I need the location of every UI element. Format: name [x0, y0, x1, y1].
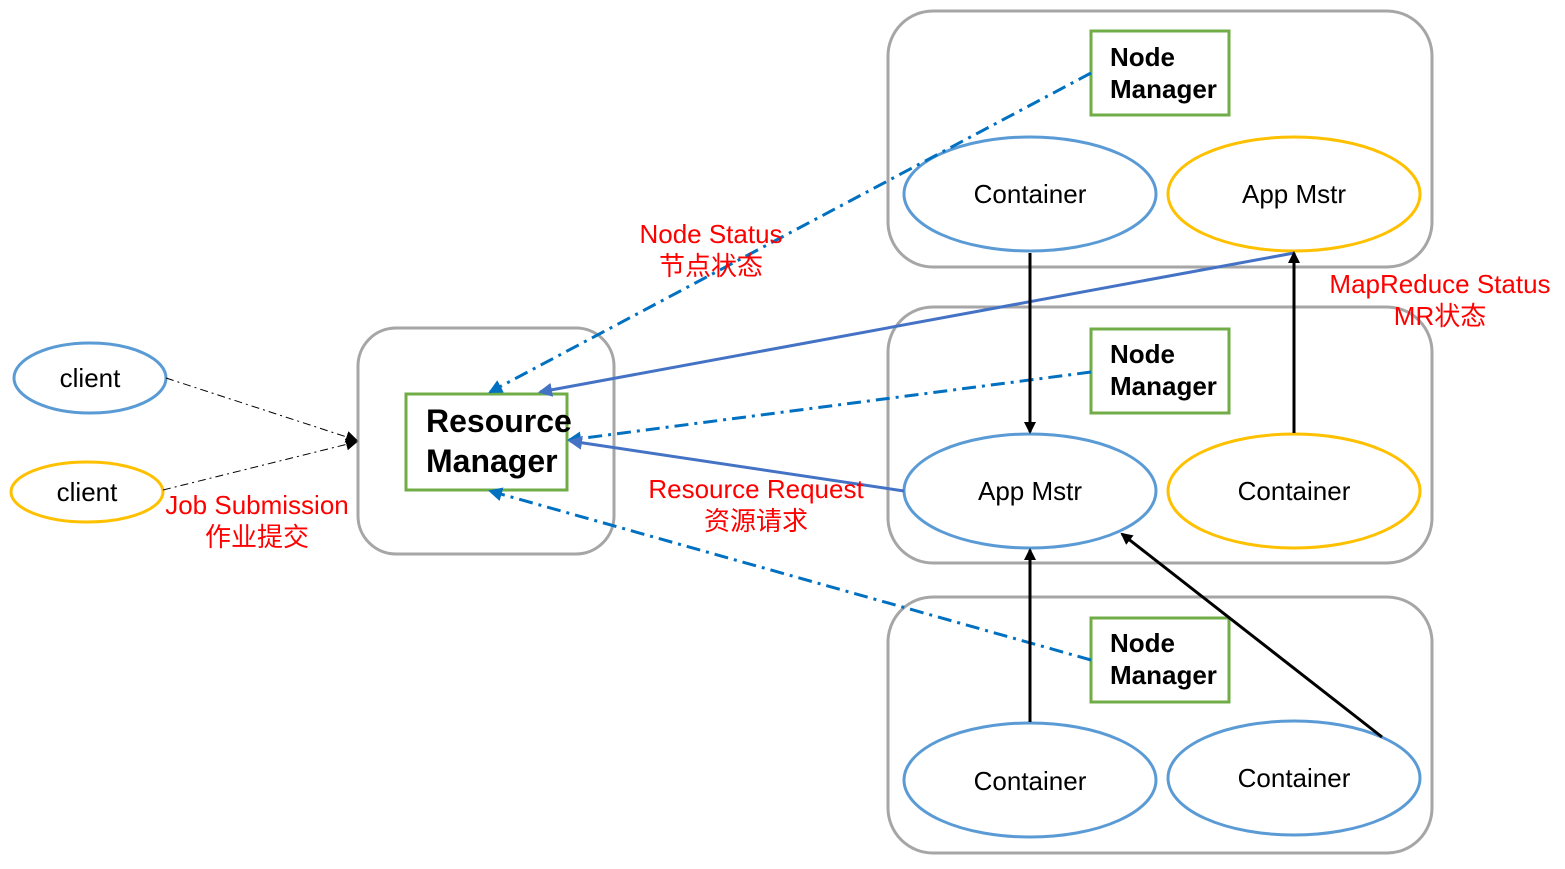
- node-manager-3-line2: Manager: [1110, 660, 1217, 690]
- node-status-arrow-3: [488, 487, 1092, 662]
- client1-submission-arrow: [165, 377, 358, 443]
- resource-request-label-cn: 资源请求: [704, 506, 808, 536]
- node2-app-master-label: App Mstr: [978, 476, 1082, 506]
- node3-container-label-right: Container: [1238, 763, 1351, 793]
- node-manager-2-line1: Node: [1110, 339, 1175, 369]
- resource-manager-line2: Manager: [426, 443, 558, 479]
- node1-container-label: Container: [974, 179, 1087, 209]
- node-status-arrow-2: [567, 370, 1092, 446]
- node-manager-3-line1: Node: [1110, 628, 1175, 658]
- node-manager-1-line2: Manager: [1110, 74, 1217, 104]
- mapreduce-status-arrow: [538, 251, 1295, 397]
- node3-container-oval-right[interactable]: [1166, 719, 1422, 837]
- resource-manager-group: [356, 326, 616, 556]
- node-status-label: Node Status: [639, 219, 782, 249]
- job-submission-label-cn: 作业提交: [205, 522, 309, 552]
- node-manager-1-line1: Node: [1110, 42, 1175, 72]
- resource-request-arrow: [568, 435, 905, 493]
- mapreduce-status-label-cn: MR状态: [1394, 301, 1486, 331]
- node-status-arrow-1: [488, 71, 1092, 394]
- node-group-3: [886, 595, 1434, 855]
- node2-container-oval[interactable]: [1166, 432, 1422, 550]
- node2-container-label: Container: [1238, 476, 1351, 506]
- resource-manager-box[interactable]: [404, 392, 569, 492]
- mapreduce-status-label: MapReduce Status: [1329, 269, 1550, 299]
- node-status-label-cn: 节点状态: [659, 251, 763, 281]
- node-manager-2-line2: Manager: [1110, 371, 1217, 401]
- container-to-appmaster-arrow-4: [1120, 532, 1383, 739]
- node3-container-oval-left[interactable]: [902, 721, 1158, 839]
- resource-manager-line1: Resource: [426, 403, 572, 439]
- resource-request-label: Resource Request: [648, 474, 864, 504]
- node3-container-label-left: Container: [974, 766, 1087, 796]
- node1-app-master-label: App Mstr: [1242, 179, 1346, 209]
- node-group-1: [886, 9, 1434, 269]
- client-label-2: client: [57, 477, 118, 507]
- job-submission-label: Job Submission: [165, 490, 349, 520]
- client-oval-2[interactable]: [9, 460, 165, 524]
- node-manager-box-2[interactable]: [1089, 327, 1231, 415]
- node1-container-oval[interactable]: [902, 135, 1158, 253]
- client2-submission-arrow: [162, 438, 358, 491]
- client-label-1: client: [60, 363, 121, 393]
